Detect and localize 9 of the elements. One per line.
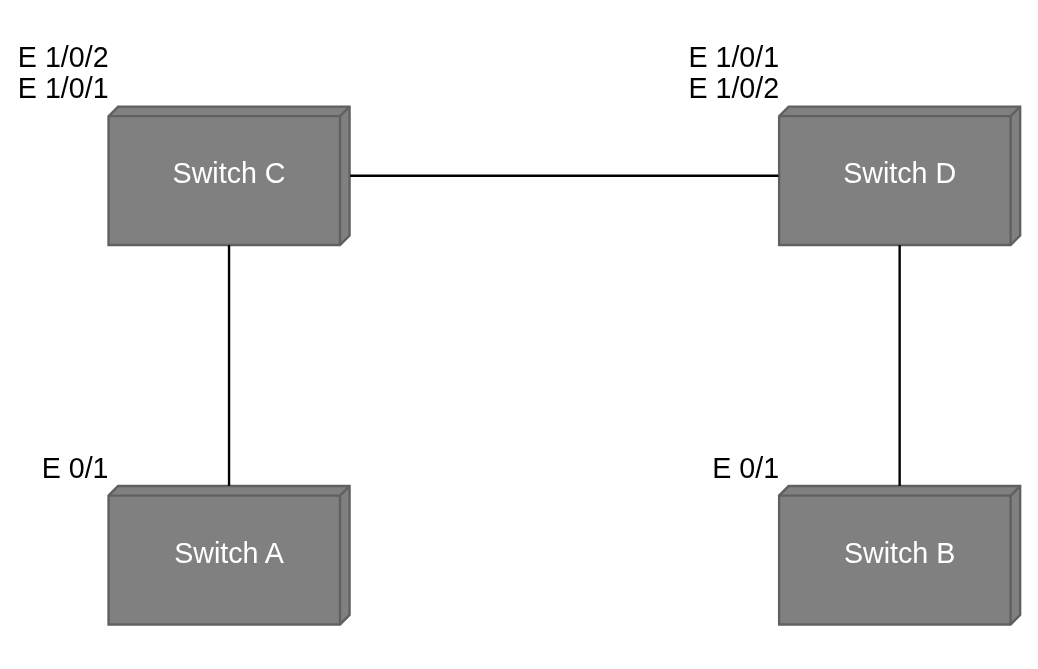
node-label: E 1/0/1 xyxy=(688,41,780,74)
connector xyxy=(350,174,779,177)
node-label: E 0/1 xyxy=(712,451,780,484)
connector xyxy=(898,245,901,486)
node-label: E 1/0/2 xyxy=(17,41,109,74)
node-label: E 1/0/2 xyxy=(688,72,780,105)
connector xyxy=(227,245,231,486)
node-label: E 0/1 xyxy=(41,451,109,484)
node-label: E 1/0/1 xyxy=(17,72,109,105)
